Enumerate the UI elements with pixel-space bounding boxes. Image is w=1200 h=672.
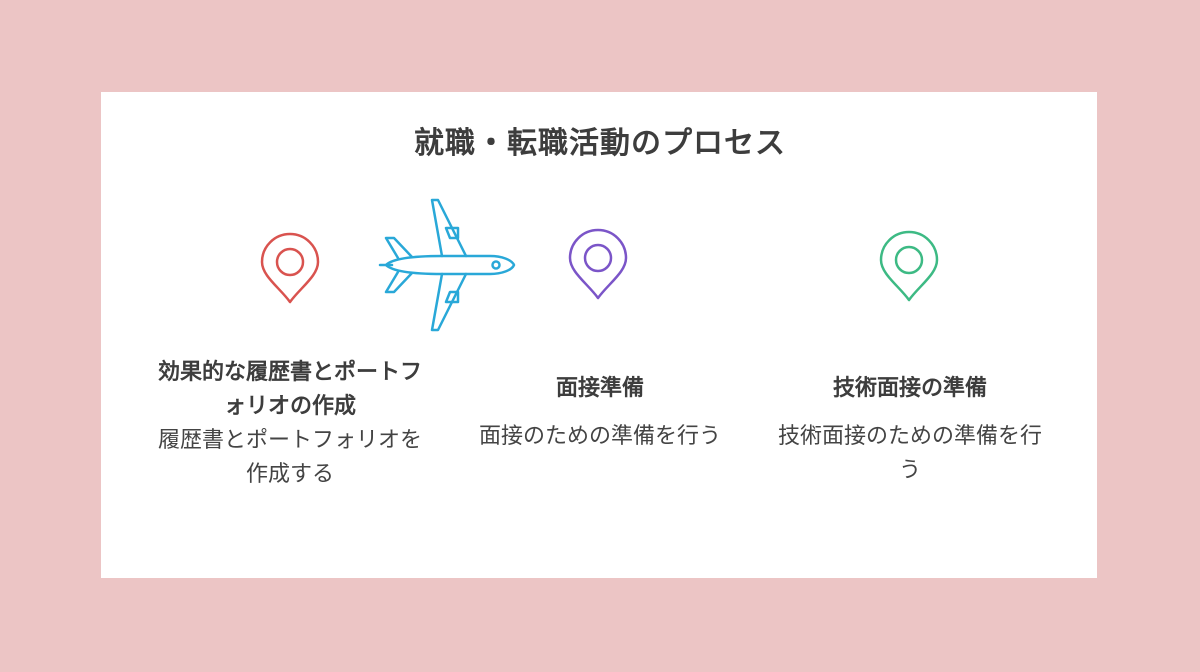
map-pin-icon xyxy=(879,230,939,302)
map-pin-icon xyxy=(568,228,628,300)
map-pin-icon xyxy=(260,232,320,304)
airplane-icon xyxy=(378,198,516,332)
step-description: 技術面接のための準備を行う xyxy=(777,424,1042,483)
step-title: 技術面接の準備 xyxy=(832,376,987,401)
step-title: 面接準備 xyxy=(555,376,644,401)
step-description: 履歴書とポートフォリオを作成する xyxy=(157,428,422,487)
step-2: 面接準備 面接のための準備を行う xyxy=(465,372,735,454)
step-3: 技術面接の準備 技術面接のための準備を行う xyxy=(775,372,1045,488)
step-1: 効果的な履歴書とポートフォリオの作成 履歴書とポートフォリオを作成する xyxy=(155,356,425,492)
diagram-card xyxy=(101,92,1097,578)
step-title: 効果的な履歴書とポートフォリオの作成 xyxy=(157,360,422,419)
diagram-title: 就職・転職活動のプロセス xyxy=(414,126,786,161)
step-description: 面接のための準備を行う xyxy=(478,424,721,449)
